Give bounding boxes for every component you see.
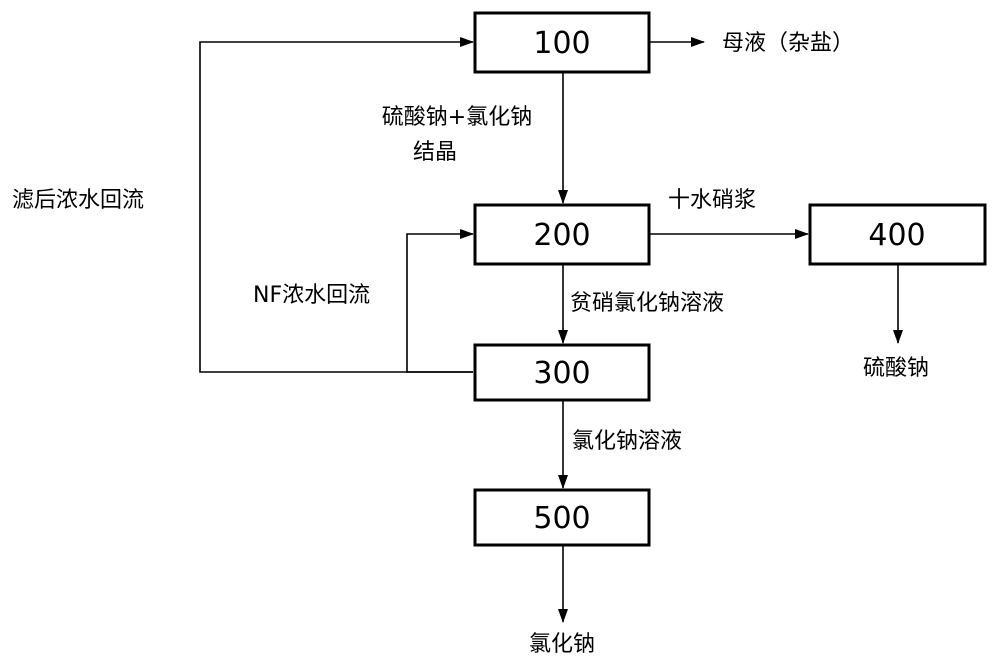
label-lean-nacl-solution: 贫硝氯化钠溶液 [570,291,724,316]
process-box-100: 100 [473,11,651,74]
label-decahydrate-slurry: 十水硝浆 [668,188,756,213]
box-label-200: 200 [533,218,590,253]
process-box-400: 400 [808,203,987,266]
label-crystallization-line1: 硫酸钠+氯化钠 [382,105,532,130]
process-box-200: 200 [473,203,651,266]
box-label-300: 300 [533,356,590,391]
process-box-300: 300 [473,343,651,402]
box-label-400: 400 [868,218,925,253]
arrow-nf-return-300-to-200 [406,229,474,373]
flow-labels: 母液（杂盐） 硫酸钠+氯化钠 结晶 滤后浓水回流 十水硝浆 NF浓水回流 贫硝氯… [12,31,929,657]
label-filtered-return: 滤后浓水回流 [12,188,144,213]
box-label-100: 100 [533,26,590,61]
label-nf-return: NF浓水回流 [253,283,370,308]
connectors [199,37,903,623]
label-mother-liquor: 母液（杂盐） [722,31,854,56]
label-crystallization-line2: 结晶 [413,140,457,165]
box-label-500: 500 [533,501,590,536]
arrow-filtered-return-300-to-100 [199,37,474,373]
process-box-500: 500 [473,488,651,547]
label-nacl-solution: 氯化钠溶液 [572,429,682,454]
label-sodium-sulfate: 硫酸钠 [863,356,929,381]
label-sodium-chloride: 氯化钠 [529,632,595,657]
